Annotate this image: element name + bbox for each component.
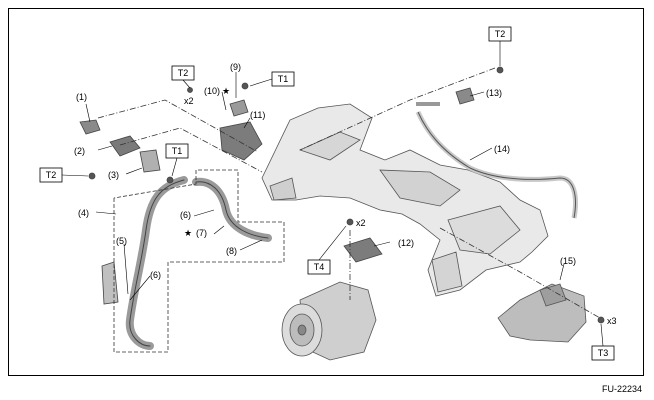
torque-box-t4: T4 <box>307 259 331 275</box>
torque-box-t2-top-left: T2 <box>171 65 195 81</box>
qty-label-x2-top: x2 <box>184 96 194 106</box>
small-parts <box>79 66 605 324</box>
qty-label-x2-mid: x2 <box>356 218 366 228</box>
hose-assembly-outline <box>113 169 285 353</box>
part-label-14: (14) <box>494 144 510 154</box>
alignment-lines <box>97 67 601 319</box>
box-connectors <box>61 41 604 347</box>
part-label-6-upper: (6) <box>180 210 191 220</box>
torque-label: T2 <box>178 68 189 78</box>
part-label-12: (12) <box>398 238 414 248</box>
torque-box-t2-top-right: T2 <box>488 26 512 42</box>
torque-box-t2-left: T2 <box>39 167 63 183</box>
torque-label: T1 <box>278 74 289 84</box>
compressor <box>281 281 377 361</box>
torque-label: T2 <box>495 29 506 39</box>
leader-lines <box>85 72 565 301</box>
part-labels: (1) (2) (3) (4) (5) (6) (6) (7) (8) (9) … <box>74 62 576 280</box>
qty-label-x3: x3 <box>607 316 617 326</box>
torque-label: T4 <box>314 262 325 272</box>
part-label-9: (9) <box>230 62 241 72</box>
part-label-3: (3) <box>108 170 119 180</box>
star-icon: ★ <box>184 228 192 238</box>
torque-box-t1-top: T1 <box>271 71 295 87</box>
part-label-8: (8) <box>226 246 237 256</box>
torque-box-t3: T3 <box>591 345 615 361</box>
torque-label: T1 <box>172 146 183 156</box>
part-label-6-lower: (6) <box>150 270 161 280</box>
part-label-4: (4) <box>78 208 89 218</box>
star-icon: ★ <box>222 86 230 96</box>
torque-label: T2 <box>46 170 57 180</box>
pipe-14 <box>415 102 578 219</box>
bracket-15 <box>497 283 587 343</box>
part-label-7: (7) <box>196 228 207 238</box>
part-label-11: (11) <box>250 110 265 120</box>
part-label-15: (15) <box>560 256 576 266</box>
part-label-1: (1) <box>76 92 87 102</box>
part-label-2: (2) <box>74 146 85 156</box>
torque-box-t1-left: T1 <box>165 143 189 159</box>
torque-label: T3 <box>598 348 609 358</box>
part-label-13: (13) <box>486 88 502 98</box>
intake-manifold <box>261 103 549 297</box>
figure-code: FU-22234 <box>601 384 642 394</box>
part-label-10: (10) <box>204 86 220 96</box>
quantity-labels: x2 x2 x3 <box>184 96 617 326</box>
diagram-frame <box>8 8 644 376</box>
hoses <box>125 176 272 350</box>
star-marks: ★ ★ <box>184 86 230 238</box>
part-label-5: (5) <box>116 236 127 246</box>
